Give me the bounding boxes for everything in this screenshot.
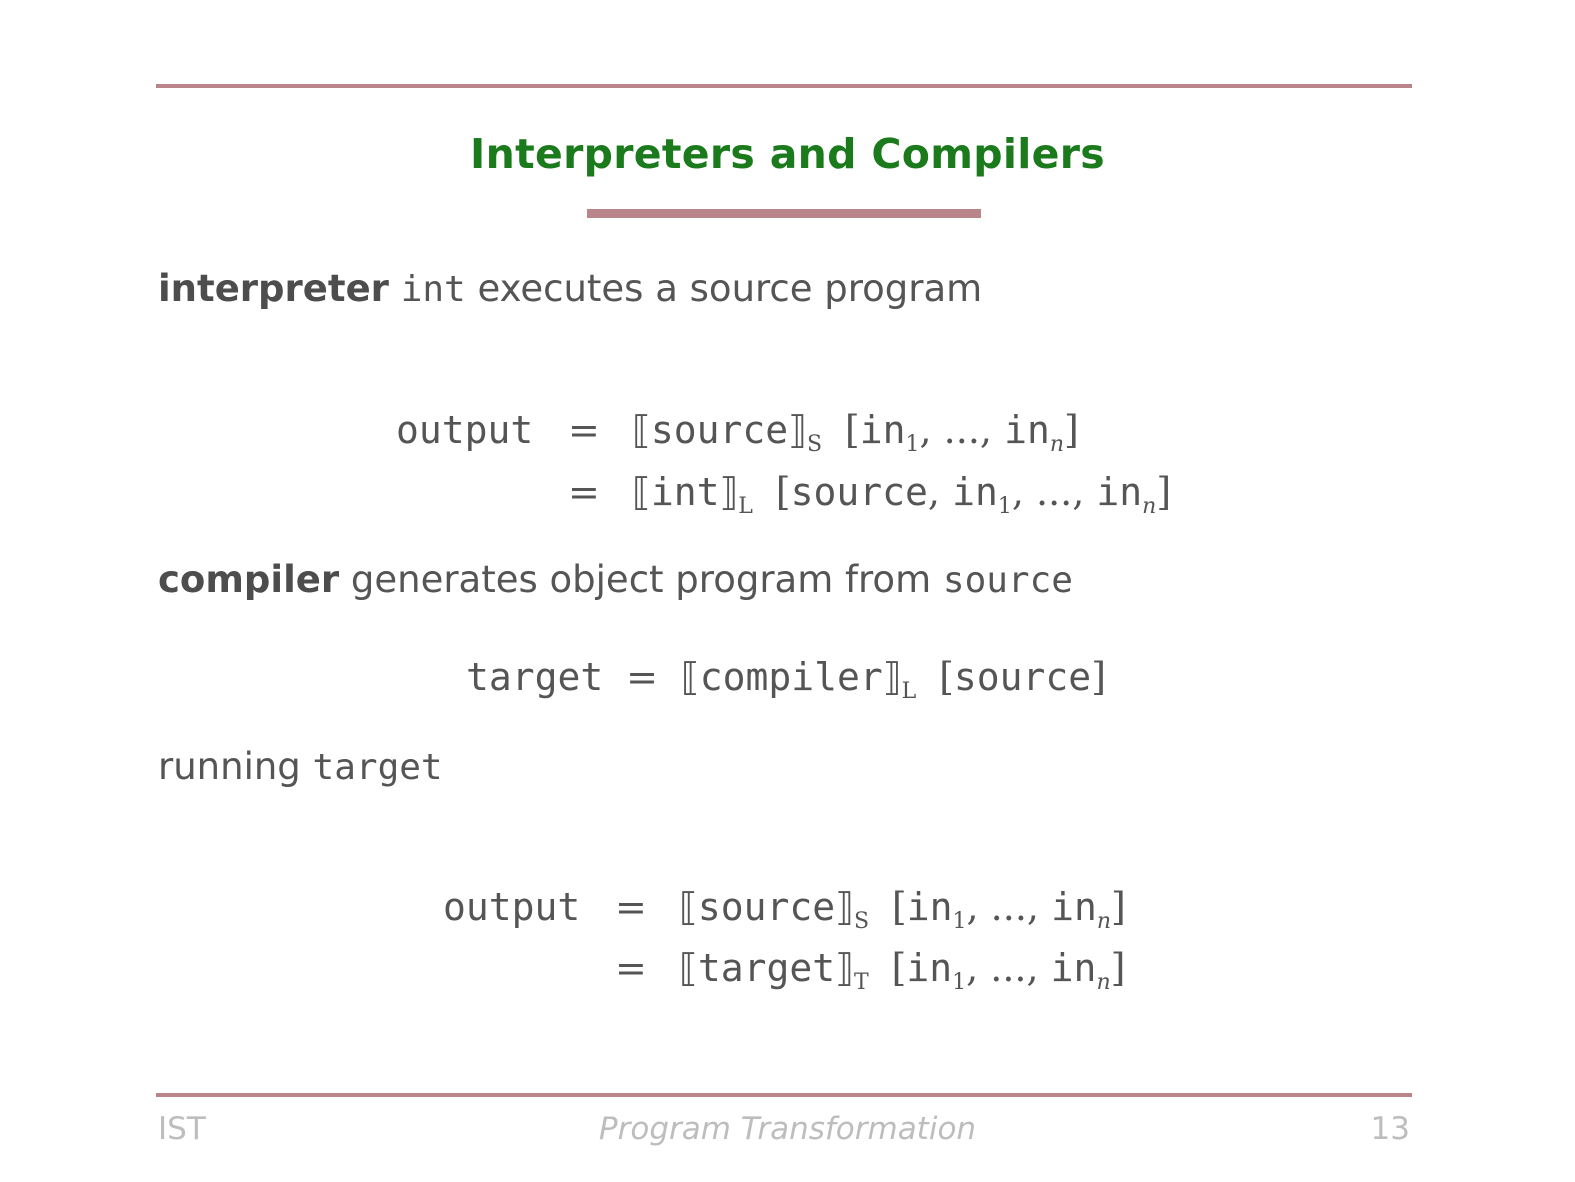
compile-eq-sign: = [626, 655, 659, 699]
run-eq-sign-1: = [615, 885, 647, 929]
input-subscript-1: 1 [997, 494, 1012, 519]
language-subscript: S [806, 432, 823, 457]
program-name: source [650, 408, 789, 452]
input-subscript-n: n [1142, 494, 1157, 519]
compiler-line: compiler generates object program from s… [158, 558, 1073, 601]
input-name: in [906, 946, 953, 990]
input-subscript-n: n [1096, 909, 1111, 934]
program-name: target [697, 946, 836, 990]
language-subscript: T [853, 970, 869, 995]
footer-page-number: 13 [1370, 1111, 1410, 1147]
interp-eq-row2: ⟦int⟧L [source, in1, ..., inn] [632, 470, 1172, 519]
target-code: target [312, 747, 443, 788]
bottom-rule [156, 1093, 1412, 1097]
interp-eq-row1: ⟦source⟧S [in1, ..., inn] [632, 408, 1079, 457]
input-subscript-1: 1 [952, 970, 967, 995]
input-subscript-1: 1 [952, 909, 967, 934]
semantic-bracket-close: ⟧ [788, 408, 807, 452]
input-name: in [906, 885, 953, 929]
program-name: compiler [699, 655, 883, 699]
top-rule [156, 84, 1412, 88]
input-name-n: in [1096, 470, 1143, 514]
input-name: in [952, 470, 998, 514]
slide-title: Interpreters and Compilers [470, 130, 1105, 178]
interpreter-description: executes a source program [477, 267, 983, 310]
run-eq-sign-2: = [615, 946, 647, 990]
program-name: source [697, 885, 836, 929]
compile-eq: target = ⟦compiler⟧L [source] [466, 655, 1107, 704]
compile-eq-lhs: target [466, 655, 604, 699]
ellipsis: , ..., [1011, 470, 1097, 514]
language-subscript: L [738, 494, 753, 519]
interp-eq-sign-1: = [568, 408, 600, 452]
first-argument: source [790, 470, 928, 514]
int-code: int [400, 269, 466, 310]
ellipsis: , ..., [966, 885, 1052, 929]
footer-institution: IST [158, 1111, 206, 1147]
run-eq-row2: ⟦target⟧T [in1, ..., inn] [679, 946, 1126, 995]
input-name-n: in [1004, 408, 1050, 452]
input-subscript-n: n [1096, 970, 1111, 995]
ellipsis: , ..., [966, 946, 1051, 990]
program-name: int [650, 470, 720, 514]
input-name: in [859, 408, 906, 452]
ellipsis: , ..., [919, 408, 1005, 452]
language-subscript: S [853, 909, 870, 934]
source-code: source [942, 560, 1073, 601]
interpreter-keyword: interpreter [158, 267, 389, 310]
interp-eq-lhs: output [396, 408, 534, 452]
interp-eq-sign-2: = [568, 470, 600, 514]
language-subscript: L [901, 679, 917, 704]
run-eq-lhs: output [443, 885, 581, 929]
title-underline [587, 209, 981, 218]
input-name-n: in [1050, 946, 1097, 990]
input-subscript-n: n [1049, 432, 1064, 457]
semantic-bracket-open: ⟦ [632, 408, 651, 452]
run-eq-row1: ⟦source⟧S [in1, ..., inn] [679, 885, 1126, 934]
running-line: running target [158, 745, 443, 788]
running-text: running [158, 745, 301, 788]
input-name-n: in [1051, 885, 1097, 929]
interpreter-line: interpreter int executes a source progra… [158, 267, 982, 310]
compiler-description: generates object program from [350, 558, 932, 601]
compile-argument: source [953, 655, 1092, 699]
footer-course-title: Program Transformation [598, 1111, 977, 1147]
compiler-keyword: compiler [158, 558, 340, 601]
input-subscript-1: 1 [905, 432, 920, 457]
